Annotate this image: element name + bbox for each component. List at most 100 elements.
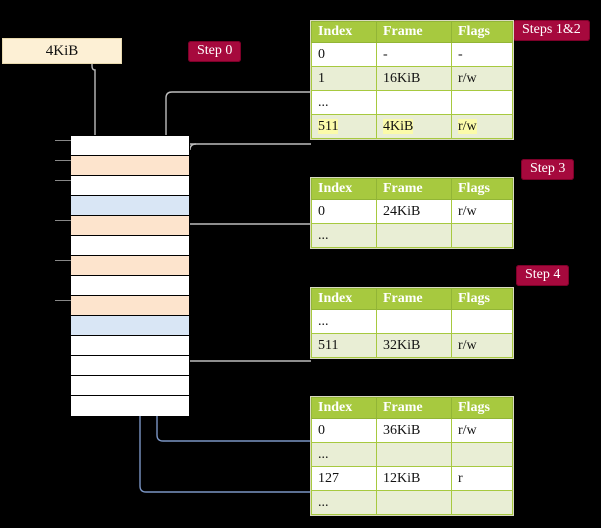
cell-frame — [376, 309, 452, 334]
memory-row — [71, 136, 189, 156]
cell-frame — [376, 223, 452, 248]
memory-row — [71, 176, 189, 196]
memory-tick — [55, 260, 71, 261]
memory-row — [71, 156, 189, 176]
cell-flags: r/w — [451, 66, 513, 91]
badge-step-0: Step 0 — [188, 41, 242, 62]
memory-row — [71, 316, 189, 336]
cell-flags: r/w — [451, 114, 513, 139]
badge-steps-1-2-label: Steps 1&2 — [522, 22, 581, 37]
memory-row — [71, 396, 189, 416]
cell-index: 0 — [311, 199, 377, 224]
table-row: ... — [311, 442, 513, 467]
highlighted-value: 511 — [318, 118, 339, 134]
memory-tick — [55, 180, 71, 181]
memory-row — [71, 356, 189, 376]
memory-row — [71, 376, 189, 396]
memory-row — [71, 256, 189, 276]
cell-frame: - — [376, 42, 452, 67]
memory-tick — [55, 140, 71, 141]
cell-flags — [451, 490, 513, 515]
column-header-frame: Frame — [376, 21, 452, 43]
cell-index: 0 — [311, 42, 377, 67]
table-row: 0-- — [311, 42, 513, 67]
source-frame-box: 4KiB — [2, 38, 122, 64]
cell-frame — [376, 90, 452, 115]
cell-flags — [451, 90, 513, 115]
badge-steps-1-2: Steps 1&2 — [513, 20, 590, 41]
column-header-flags: Flags — [451, 397, 513, 419]
memory-row — [71, 216, 189, 236]
cell-frame: 36KiB — [376, 418, 452, 443]
column-header-flags: Flags — [451, 288, 513, 310]
cell-flags: - — [451, 42, 513, 67]
table-row: ... — [311, 309, 513, 334]
cell-index: ... — [311, 490, 377, 515]
badge-step-4-label: Step 4 — [525, 267, 561, 282]
cell-flags — [451, 223, 513, 248]
column-header-index: Index — [311, 21, 377, 43]
memory-row — [71, 276, 189, 296]
table-row: 511 4KiB r/w — [311, 114, 513, 139]
memory-column — [70, 135, 190, 416]
cell-index: 127 — [311, 466, 377, 491]
highlighted-value: r/w — [458, 118, 477, 134]
cell-flags: r/w — [451, 199, 513, 224]
memory-row — [71, 296, 189, 316]
memory-row — [71, 336, 189, 356]
badge-step-0-label: Step 0 — [197, 43, 233, 58]
memory-tick — [55, 160, 71, 161]
cell-index: ... — [311, 223, 377, 248]
cell-index: ... — [311, 442, 377, 467]
cell-index: 511 — [311, 114, 377, 139]
column-header-flags: Flags — [451, 21, 513, 43]
cell-index: 511 — [311, 333, 377, 358]
badge-step-4: Step 4 — [516, 265, 570, 286]
table-row: ... — [311, 223, 513, 248]
cell-index: ... — [311, 309, 377, 334]
cell-flags — [451, 442, 513, 467]
cell-frame: 16KiB — [376, 66, 452, 91]
cell-frame: 32KiB — [376, 333, 452, 358]
source-frame-label: 4KiB — [45, 42, 79, 59]
memory-tick — [55, 300, 71, 301]
memory-row — [71, 196, 189, 216]
column-header-index: Index — [311, 178, 377, 200]
cell-flags: r/w — [451, 418, 513, 443]
highlighted-value: 4KiB — [383, 118, 414, 134]
badge-step-3-label: Step 3 — [530, 161, 566, 176]
cell-index: 1 — [311, 66, 377, 91]
cell-frame: 24KiB — [376, 199, 452, 224]
column-header-frame: Frame — [376, 288, 452, 310]
column-header-frame: Frame — [376, 178, 452, 200]
memory-row — [71, 236, 189, 256]
cell-index: ... — [311, 90, 377, 115]
cell-frame: 12KiB — [376, 466, 452, 491]
column-header-index: Index — [311, 288, 377, 310]
cell-frame — [376, 442, 452, 467]
table-row: ... — [311, 490, 513, 515]
column-header-index: Index — [311, 397, 377, 419]
cell-index: 0 — [311, 418, 377, 443]
cell-frame — [376, 490, 452, 515]
cell-frame: 4KiB — [376, 114, 452, 139]
badge-step-3: Step 3 — [521, 159, 575, 180]
table-row: ... — [311, 90, 513, 115]
cell-flags: r/w — [451, 333, 513, 358]
cell-flags: r — [451, 466, 513, 491]
memory-tick — [55, 220, 71, 221]
